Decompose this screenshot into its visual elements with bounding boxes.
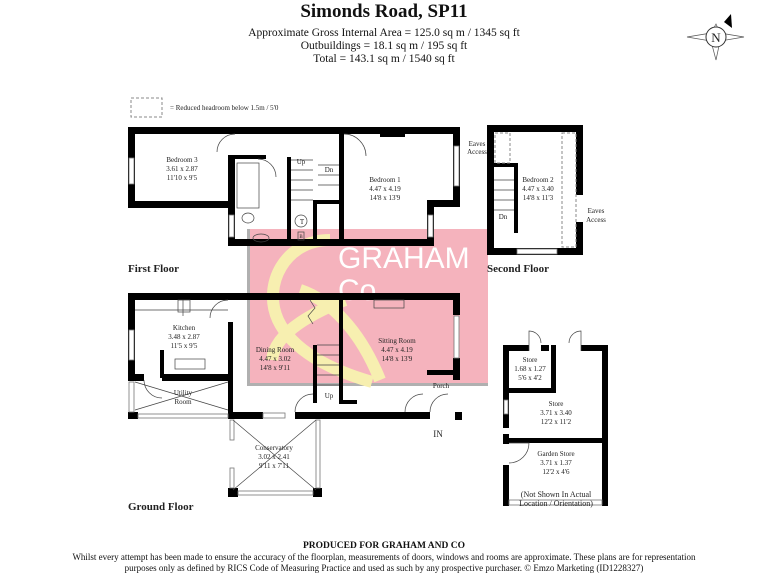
- reduced-headroom-swatch: [130, 97, 163, 118]
- gross-internal-area: Approximate Gross Internal Area = 125.0 …: [248, 27, 520, 39]
- svg-text:3.71 x 1.37: 3.71 x 1.37: [540, 459, 572, 467]
- svg-text:4.47 x 3.40: 4.47 x 3.40: [522, 185, 554, 193]
- svg-text:Bedroom 3: Bedroom 3: [166, 156, 198, 164]
- boiler-label: B: [299, 235, 303, 240]
- svg-text:1.68 x 1.27: 1.68 x 1.27: [514, 365, 546, 373]
- porch-label: Porch: [433, 382, 450, 390]
- reduced-headroom-legend: = Reduced headroom below 1.5m / 5'0: [170, 104, 279, 112]
- room-bedroom-1: Bedroom 1 4.47 x 4.19 14'8 x 13'9: [369, 176, 401, 202]
- first-floor-label: First Floor: [128, 263, 179, 275]
- outbuildings-area: Outbuildings = 18.1 sq m / 195 sq ft: [300, 40, 468, 52]
- eaves-access-right: Eaves: [588, 207, 605, 215]
- stairs-up-label: Up: [297, 158, 306, 166]
- svg-text:Store: Store: [523, 356, 538, 364]
- svg-text:9'11 x 7'11: 9'11 x 7'11: [259, 462, 290, 470]
- svg-text:11'5 x 9'5: 11'5 x 9'5: [171, 342, 198, 350]
- property-title: Simonds Road, SP11: [300, 1, 468, 22]
- svg-text:3.02 x 2.41: 3.02 x 2.41: [258, 453, 290, 461]
- room-sitting-room: Sitting Room 4.47 x 4.19 14'8 x 13'9: [378, 337, 416, 363]
- second-floor-stairs-down: Dn: [499, 213, 508, 221]
- room-store-small: Store 1.68 x 1.27 5'6 x 4'2: [514, 356, 546, 382]
- svg-text:12'2 x 11'2: 12'2 x 11'2: [541, 418, 572, 426]
- svg-text:3.48 x 2.87: 3.48 x 2.87: [168, 333, 200, 341]
- eaves-access-left: Eaves: [469, 140, 486, 148]
- stairs-down-label: Dn: [325, 166, 334, 174]
- svg-text:14'8 x 13'9: 14'8 x 13'9: [370, 194, 401, 202]
- svg-text:14'8 x 11'3: 14'8 x 11'3: [523, 194, 554, 202]
- room-garden-store: Garden Store 3.71 x 1.37 12'2 x 4'6: [537, 450, 574, 476]
- room-bedroom-2: Bedroom 2 4.47 x 3.40 14'8 x 11'3: [522, 176, 554, 202]
- svg-text:Bedroom 2: Bedroom 2: [522, 176, 554, 184]
- compass-icon: N: [686, 14, 745, 61]
- svg-text:Conservatory: Conservatory: [255, 444, 293, 452]
- svg-text:Store: Store: [549, 400, 564, 408]
- disclaimer-line-2: purposes only as defined by RICS Code of…: [124, 563, 644, 573]
- svg-text:14'8 x 13'9: 14'8 x 13'9: [382, 355, 413, 363]
- svg-text:Bedroom 1: Bedroom 1: [369, 176, 401, 184]
- watermark-brand: GRAHAM: [338, 242, 470, 275]
- svg-text:Kitchen: Kitchen: [173, 324, 196, 332]
- disclaimer-line-1: Whilst every attempt has been made to en…: [72, 552, 696, 562]
- svg-text:11'10 x 9'5: 11'10 x 9'5: [167, 174, 198, 182]
- room-kitchen: Kitchen 3.48 x 2.87 11'5 x 9'5: [168, 324, 200, 350]
- utility-room-label: Utility: [174, 389, 193, 397]
- room-bedroom-3: Bedroom 3 3.61 x 2.87 11'10 x 9'5: [166, 156, 198, 182]
- room-dining-room: Dining Room 4.47 x 3.02 14'8 x 9'11: [256, 346, 295, 372]
- utility-room-label-2: Room: [174, 398, 192, 406]
- svg-text:Garden Store: Garden Store: [537, 450, 574, 458]
- svg-text:12'2 x 4'6: 12'2 x 4'6: [542, 468, 570, 476]
- produced-for: PRODUCED FOR GRAHAM AND CO: [302, 541, 466, 551]
- svg-text:4.47 x 4.19: 4.47 x 4.19: [381, 346, 413, 354]
- ground-stairs-up-label: Up: [325, 392, 334, 400]
- room-conservatory: Conservatory 3.02 x 2.41 9'11 x 7'11: [255, 444, 293, 470]
- svg-text:3.61 x 2.87: 3.61 x 2.87: [166, 165, 198, 173]
- graham-co-watermark: GRAHAM Co: [247, 229, 488, 388]
- svg-text:5'6 x 4'2: 5'6 x 4'2: [518, 374, 542, 382]
- svg-text:4.47 x 3.02: 4.47 x 3.02: [259, 355, 291, 363]
- room-store: Store 3.71 x 3.40 12'2 x 11'2: [540, 400, 572, 426]
- cupboard-label: T: [300, 218, 305, 226]
- second-floor-label: Second Floor: [487, 263, 549, 275]
- eaves-access-left-2: Access: [467, 148, 487, 156]
- svg-text:4.47 x 4.19: 4.47 x 4.19: [369, 185, 401, 193]
- total-area: Total = 143.1 sq m / 1540 sq ft: [313, 53, 455, 65]
- first-floor-walls: [128, 127, 460, 246]
- ground-floor-label: Ground Floor: [128, 501, 194, 513]
- outbuilding-walls: [503, 330, 608, 506]
- compass-north-label: N: [711, 30, 721, 45]
- ground-floor-walls: [128, 293, 462, 497]
- svg-text:14'8 x 9'11: 14'8 x 9'11: [260, 364, 291, 372]
- watermark-brand-co: Co: [338, 274, 376, 307]
- svg-text:Dining Room: Dining Room: [256, 346, 295, 354]
- second-floor-walls: [487, 125, 583, 255]
- eaves-access-right-2: Access: [586, 216, 606, 224]
- svg-text:Sitting Room: Sitting Room: [378, 337, 416, 345]
- svg-text:3.71 x 3.40: 3.71 x 3.40: [540, 409, 572, 417]
- entrance-label: IN: [433, 429, 443, 439]
